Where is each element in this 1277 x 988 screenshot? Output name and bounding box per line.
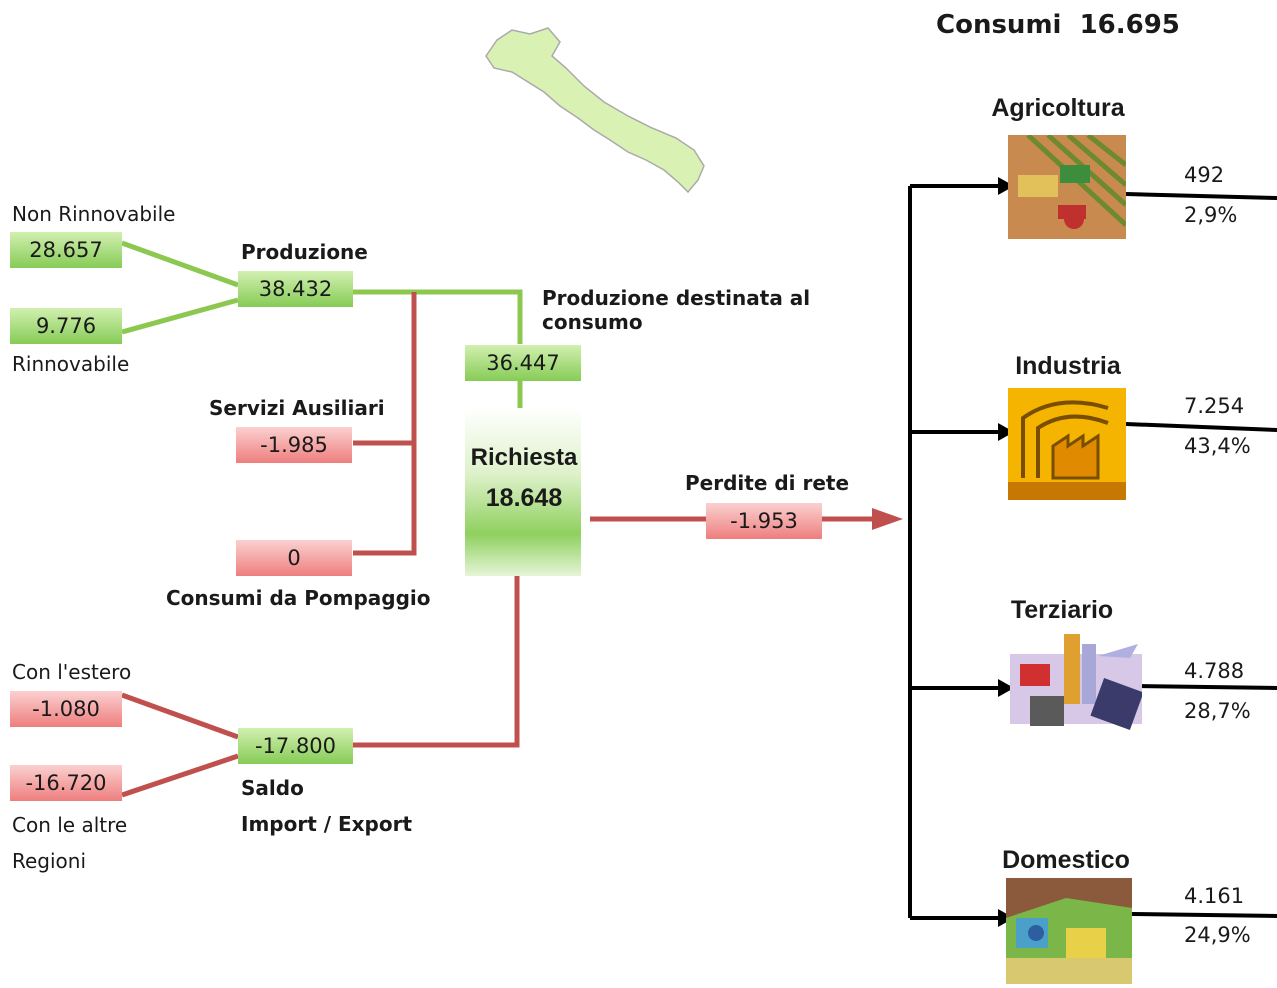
estero-label: Con l'estero: [12, 660, 132, 684]
rinnovabile-label: Rinnovabile: [12, 352, 130, 376]
city-office-icon: [1010, 634, 1144, 750]
flow-arrow-head: [872, 508, 903, 530]
destinata-value: 36.447: [465, 345, 581, 381]
estero-value: -1.080: [10, 691, 122, 727]
saldo-value: -17.800: [238, 728, 353, 764]
sector-percent-industria: 43,4%: [1184, 434, 1251, 458]
sector-name-domestico: Domestico: [1002, 846, 1130, 874]
household-icon: [1006, 878, 1132, 988]
perdite-label: Perdite di rete: [685, 471, 850, 495]
servizi-value: -1.985: [236, 427, 352, 463]
pompaggio-value: 0: [236, 540, 352, 576]
richiesta-label: Richiesta: [470, 444, 578, 471]
pompaggio-label: Consumi da Pompaggio: [166, 586, 431, 610]
sector-name-terziario: Terziario: [1010, 596, 1114, 624]
distribution-arrow-heads: [998, 177, 1014, 927]
produzione-value: 38.432: [238, 271, 353, 307]
puglia-region-map: [485, 27, 705, 194]
servizi-label: Servizi Ausiliari: [209, 396, 385, 420]
consumi-label: Consumi: [936, 10, 1062, 40]
regioni-label-2: Regioni: [12, 849, 87, 873]
consumi-title: Consumi 16.695: [936, 10, 1180, 41]
richiesta-box: [465, 408, 581, 576]
perdite-value: -1.953: [706, 503, 822, 539]
agriculture-icon: [1008, 133, 1128, 243]
sector-percent-domestico: 24,9%: [1184, 923, 1251, 947]
factory-icon: [1008, 388, 1126, 504]
produzione-label: Produzione: [241, 240, 368, 264]
loss-lines: [121, 292, 874, 798]
richiesta-value: 18.648: [485, 484, 563, 512]
sector-value-industria: 7.254: [1184, 394, 1245, 418]
sector-value-agricoltura: 492: [1184, 163, 1225, 187]
consumi-value: 16.695: [1079, 10, 1180, 40]
sector-value-domestico: 4.161: [1184, 884, 1245, 908]
sector-percent-terziario: 28,7%: [1184, 699, 1251, 723]
sector-name-industria: Industria: [1015, 352, 1121, 380]
sector-value-terziario: 4.788: [1184, 659, 1245, 683]
saldo-label-2: Import / Export: [241, 812, 413, 836]
rinnovabile-value: 9.776: [10, 308, 122, 344]
non-rinnovabile-value: 28.657: [10, 232, 122, 268]
non-rinnovabile-label: Non Rinnovabile: [12, 202, 176, 226]
regioni-value: -16.720: [10, 765, 122, 801]
sector-percent-agricoltura: 2,9%: [1184, 203, 1238, 227]
sector-name-agricoltura: Agricoltura: [991, 94, 1125, 122]
distribution-lines: [908, 184, 1277, 920]
saldo-label-1: Saldo: [241, 776, 304, 800]
regioni-label-1: Con le altre: [12, 813, 128, 837]
